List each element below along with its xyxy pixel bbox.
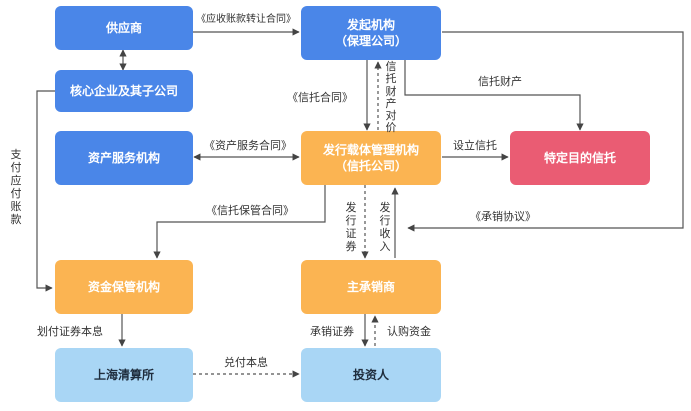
node-issuer-line2: （信托公司） xyxy=(335,158,407,173)
node-underwriter: 主承销商 xyxy=(301,260,441,314)
node-clearing: 上海清算所 xyxy=(55,348,193,402)
node-spv-label: 特定目的信托 xyxy=(544,150,616,165)
node-custodian: 资金保管机构 xyxy=(55,260,193,314)
label-underwriting-agreement: 《承销协议》 xyxy=(470,209,536,223)
svg-text:入: 入 xyxy=(380,240,391,253)
label-asset-service-contract: 《资产服务合同》 xyxy=(204,138,292,152)
node-custodian-label: 资金保管机构 xyxy=(88,279,160,294)
label-issue-proceeds: 发 行 收 入 xyxy=(380,200,391,253)
node-issuer: 发行载体管理机构 （信托公司） xyxy=(301,131,441,185)
svg-text:行: 行 xyxy=(346,214,357,227)
node-issuer-line1: 发行载体管理机构 xyxy=(322,142,419,157)
node-clearing-label: 上海清算所 xyxy=(94,367,154,382)
edge-originator-spv xyxy=(404,60,584,131)
svg-text:付: 付 xyxy=(11,187,22,200)
svg-text:付: 付 xyxy=(11,161,22,174)
label-trust-property: 信托财产 xyxy=(478,74,522,88)
node-investor-label: 投资人 xyxy=(353,367,390,382)
svg-text:收: 收 xyxy=(380,226,391,240)
node-originator-line1: 发起机构 xyxy=(346,17,395,32)
label-trust-consideration: 信 托 财 产 对 价 xyxy=(386,60,397,134)
edge-originator-underwriter xyxy=(407,31,684,232)
label-pay-receivable: 支 付 应 付 账 款 xyxy=(11,148,22,226)
svg-text:账: 账 xyxy=(11,200,22,213)
node-originator: 发起机构 （保理公司） xyxy=(301,6,441,60)
svg-text:款: 款 xyxy=(11,212,22,226)
node-originator-line2: （保理公司） xyxy=(335,33,407,48)
label-issue-securities: 发 行 证 券 xyxy=(346,200,357,253)
svg-text:价: 价 xyxy=(386,121,397,134)
svg-text:信: 信 xyxy=(386,60,397,73)
svg-text:券: 券 xyxy=(346,239,357,253)
edge-core-custodian xyxy=(36,90,55,292)
label-underwrite-securities: 承销证券 xyxy=(310,324,354,338)
node-core-label: 核心企业及其子公司 xyxy=(70,83,178,98)
edge-issuer-custodian xyxy=(153,185,326,259)
node-supplier: 供应商 xyxy=(55,6,193,50)
svg-text:财: 财 xyxy=(386,84,397,98)
label-trust-custody-contract: 《信托保管合同》 xyxy=(206,203,294,217)
node-spv: 特定目的信托 xyxy=(510,131,650,185)
svg-text:行: 行 xyxy=(380,214,391,227)
svg-text:证: 证 xyxy=(346,227,357,240)
svg-text:发: 发 xyxy=(380,200,391,214)
label-establish-trust: 设立信托 xyxy=(453,138,497,152)
svg-text:支: 支 xyxy=(11,148,22,161)
label-trust-contract: 《信托合同》 xyxy=(287,90,353,104)
svg-text:应: 应 xyxy=(11,173,22,187)
node-underwriter-label: 主承销商 xyxy=(347,279,395,294)
node-investor: 投资人 xyxy=(301,348,441,402)
label-transfer-principal-interest: 划付证券本息 xyxy=(37,324,103,338)
node-supplier-label: 供应商 xyxy=(105,20,142,35)
label-receivable-transfer: 《应收账款转让合同》 xyxy=(196,12,296,25)
node-asset-service: 资产服务机构 xyxy=(55,131,193,185)
node-core-enterprise: 核心企业及其子公司 xyxy=(55,70,193,112)
svg-text:发: 发 xyxy=(346,200,357,214)
node-asset-service-label: 资产服务机构 xyxy=(88,150,160,165)
svg-text:对: 对 xyxy=(386,108,397,122)
svg-text:产: 产 xyxy=(386,96,397,110)
label-redeem-principal-interest: 兑付本息 xyxy=(224,355,268,369)
label-subscription-funds: 认购资金 xyxy=(387,324,431,338)
svg-text:托: 托 xyxy=(386,71,397,85)
